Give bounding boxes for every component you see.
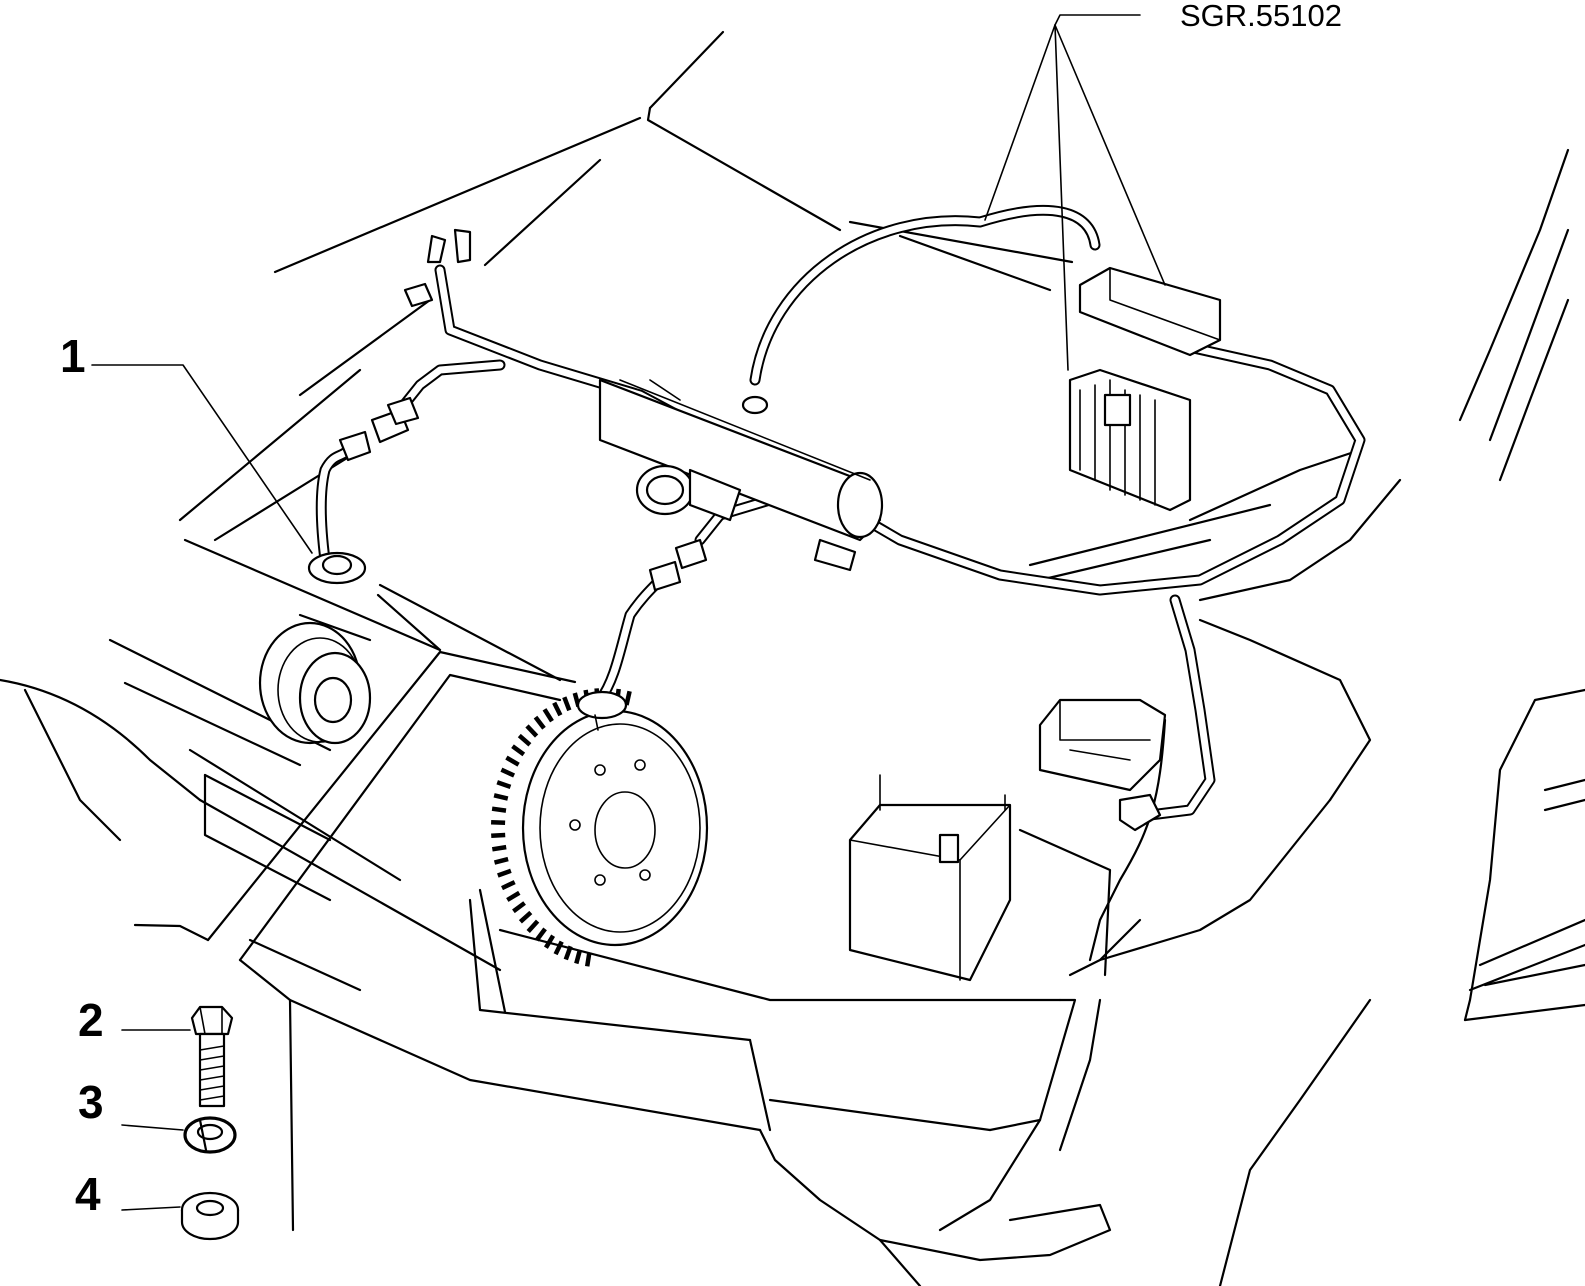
battery [848, 774, 1012, 982]
callout-2-label: 2 [78, 994, 104, 1046]
flywheel-tooth [525, 724, 539, 738]
flywheel-tooth [505, 755, 520, 767]
crankshaft-pulley [258, 621, 372, 745]
flywheel-tooth [552, 701, 563, 717]
leader-lines [91, 14, 1166, 1211]
flywheel-tooth [491, 806, 507, 813]
callout-3-leader [121, 1124, 184, 1131]
flywheel-tooth [574, 949, 583, 965]
flywheel-tooth [497, 868, 512, 878]
reference-code: SGR.55102 [1180, 0, 1342, 33]
flywheel-tooth [563, 945, 573, 961]
flywheel-tooth [501, 880, 516, 891]
flywheel-tooth [491, 819, 506, 826]
flat-washer [180, 1191, 240, 1241]
flywheel-tooth [518, 910, 533, 924]
callout-4-label: 4 [75, 1168, 101, 1220]
flywheel-tooth [562, 696, 572, 712]
flywheel-tooth [491, 832, 506, 839]
crank-sensor [307, 396, 420, 585]
reference-code-leader [1054, 14, 1141, 26]
flywheel-tooth [517, 733, 532, 747]
callout-1-leader [91, 364, 313, 554]
flywheel-tooth [543, 934, 556, 949]
flywheel-tooth [511, 744, 526, 757]
flywheel-tooth [534, 927, 547, 942]
engine-control-unit [1068, 266, 1222, 512]
flywheel-tooth [512, 901, 526, 914]
callout-1-label: 1 [60, 330, 86, 382]
flywheel-tooth [491, 844, 507, 852]
bolt [190, 1005, 234, 1108]
wiring-harness [394, 204, 1366, 821]
callout-3-label: 3 [78, 1076, 104, 1128]
car-body-outline [0, 30, 1585, 1286]
callout-4-leader [121, 1206, 181, 1211]
relay-module [1038, 698, 1167, 832]
ignition-coil-tube [598, 378, 884, 572]
flywheel-tooth [533, 715, 546, 730]
flywheel-tooth [493, 856, 509, 865]
flywheel-tooth [526, 919, 540, 934]
split-lock-washer [183, 1116, 237, 1154]
flywheel-tooth [624, 690, 632, 706]
flywheel-tooth [542, 708, 554, 723]
flywheel-tooth [493, 793, 509, 801]
flywheel-tooth [506, 890, 521, 902]
flywheel-tooth [500, 767, 516, 778]
flywheel-tooth [553, 940, 564, 956]
speed-sensor [576, 538, 708, 731]
flywheel [491, 687, 709, 967]
flywheel-tooth [496, 780, 512, 790]
flywheel-tooth [584, 952, 592, 967]
